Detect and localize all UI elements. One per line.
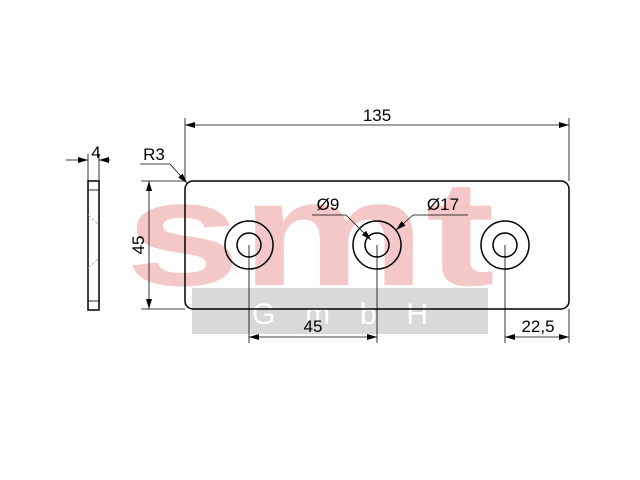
side-view: 4 [66, 143, 110, 311]
length-label: 135 [363, 106, 391, 125]
height-label: 45 [129, 236, 148, 255]
length-dimension: 135 [184, 106, 570, 181]
watermark-bar [192, 288, 488, 334]
watermark: smt G m b H [125, 149, 495, 334]
thickness-label: 4 [91, 143, 100, 162]
edge-offset-dimension: 22,5 [504, 245, 570, 343]
spacing-dimension: 45 [248, 245, 378, 343]
diameter-callouts: Ø9 Ø17 [312, 195, 468, 241]
watermark-logo: smt [125, 149, 495, 317]
edge-offset-label: 22,5 [521, 317, 554, 336]
radius-label: R3 [143, 145, 165, 164]
hole-diameter-label: Ø9 [317, 195, 340, 214]
spacing-label: 45 [304, 317, 323, 336]
height-dimension: 45 [129, 180, 185, 310]
radius-dimension: R3 [140, 145, 188, 184]
counterbore-diameter-label: Ø17 [427, 195, 459, 214]
side-view-outline [87, 180, 100, 311]
